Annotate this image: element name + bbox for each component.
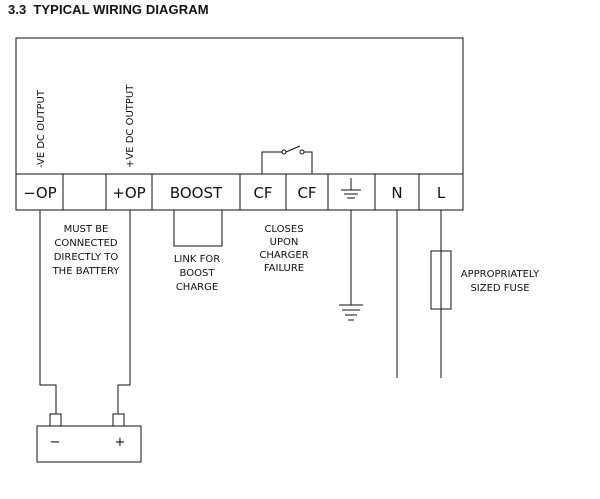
pos-battery-wire <box>117 210 131 414</box>
note-fuse-line-2: SIZED FUSE <box>470 283 529 294</box>
battery-icon <box>36 413 142 463</box>
note-battery-line-2: CONNECTED <box>54 238 118 249</box>
ground-icon <box>339 304 363 321</box>
terminal-pos-op: +OP <box>112 184 145 202</box>
terminal-cf-1: CF <box>253 184 272 202</box>
terminal-cf-2: CF <box>297 184 316 202</box>
note-battery-line-4: THE BATTERY <box>52 266 121 277</box>
battery-neg-sign: − <box>50 435 61 450</box>
note-battery-line-1: MUST BE <box>64 224 109 235</box>
terminal-strip <box>16 173 463 210</box>
section-heading: 3.3 TYPICAL WIRING DIAGRAM <box>8 2 209 17</box>
battery-pos-sign: + <box>115 435 126 450</box>
neg-battery-wire <box>39 210 57 414</box>
terminal-earth-icon <box>341 178 361 199</box>
note-battery-line-3: DIRECTLY TO <box>54 252 119 263</box>
label-pos-dc-output: +VE DC OUTPUT <box>125 84 136 168</box>
note-fuse-line-1: APPROPRIATELY <box>461 269 540 280</box>
note-boost-line-2: BOOST <box>180 268 216 279</box>
boost-link-wire <box>173 210 223 247</box>
note-charger-line-3: CHARGER <box>259 250 308 261</box>
note-charger-line-1: CLOSES <box>264 224 303 235</box>
section-title: TYPICAL WIRING DIAGRAM <box>33 2 209 17</box>
note-boost-line-3: CHARGE <box>176 282 218 293</box>
terminal-boost: BOOST <box>170 184 223 202</box>
label-neg-dc-output: -VE DC OUTPUT <box>36 89 47 168</box>
terminal-neutral: N <box>391 184 402 202</box>
note-boost-line-1: LINK FOR <box>174 254 220 265</box>
note-charger-line-4: FAILURE <box>264 263 304 274</box>
section-number: 3.3 <box>8 2 27 17</box>
relay-contact-icon <box>261 145 313 174</box>
terminal-neg-op: −OP <box>23 184 56 202</box>
terminal-line: L <box>437 184 446 202</box>
note-charger-line-2: UPON <box>270 237 299 248</box>
